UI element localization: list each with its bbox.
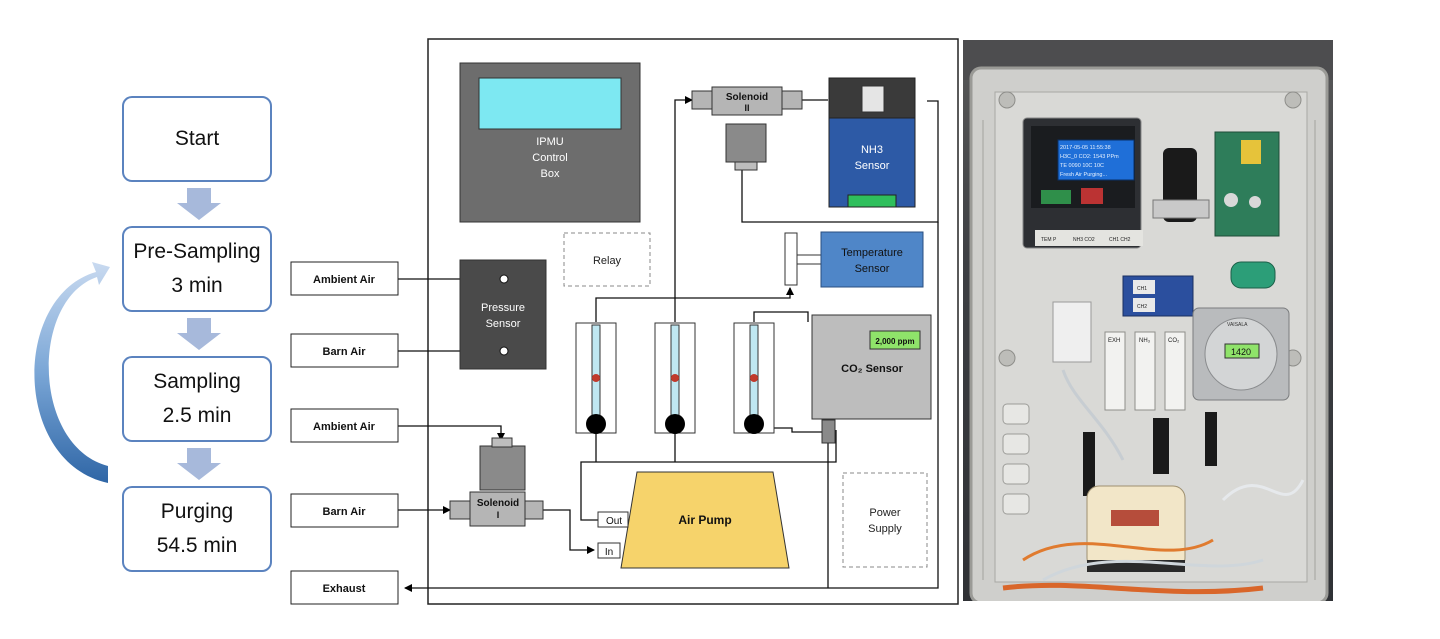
flowmeter-2 — [654, 322, 696, 434]
step-sampling: Sampling 2.5 min — [122, 356, 272, 442]
pump-in-label: In — [605, 547, 613, 558]
down-arrow-3 — [177, 448, 221, 480]
solenoid-2-port-left — [691, 90, 715, 110]
solenoid-1-label-2: I — [497, 510, 500, 520]
photo-tube-label-1: EXH — [1108, 338, 1120, 344]
enclosure-photo: 2017-05-05 11:55:38 H3C_0 CO2: 1543 PPm … — [963, 40, 1333, 601]
photo-tube-label-3: CO₂ — [1168, 338, 1180, 344]
input-barn-air-1-label: Barn Air — [323, 346, 367, 358]
step-start: Start — [122, 96, 272, 182]
input-barn-air-1 — [290, 333, 399, 368]
control-box-screen — [478, 77, 622, 130]
co2-display — [869, 330, 921, 350]
step-start-label: Start — [174, 127, 220, 150]
solenoid-1-port-left — [449, 500, 473, 520]
co2-display-value: 2,000 ppm — [875, 337, 914, 346]
solenoid-2-label-1: Solenoid — [726, 92, 768, 103]
photo-lcd-line-3: TE 0090 10C 10C — [1060, 163, 1104, 169]
pressure-sensor-label-1: Pressure — [481, 302, 525, 314]
pump-out-label: Out — [606, 516, 622, 527]
pressure-port-2 — [499, 346, 509, 356]
temperature-sensor-label-1: Temperature — [841, 247, 903, 259]
control-box-label-2: Control — [532, 152, 567, 164]
flowchart-arrows — [34, 188, 221, 483]
step-sampling-duration: 2.5 min — [162, 404, 232, 427]
nh3-sensor-label-2: Sensor — [855, 160, 890, 172]
photo-relay-label-2: CH2 — [1137, 304, 1147, 310]
down-arrow-2 — [177, 318, 221, 350]
input-ambient-air-2 — [290, 408, 399, 443]
temperature-sensor — [820, 231, 924, 288]
power-supply-label-1: Power — [869, 507, 901, 519]
power-supply — [842, 472, 928, 568]
solenoid-1-coil — [479, 445, 526, 491]
photo-tube-label-2: NH₃ — [1139, 338, 1151, 344]
nh3-sensor-inlet — [861, 85, 885, 113]
input-ambient-air-1 — [290, 261, 399, 296]
photo-lcd-line-1: 2017-05-05 11:55:38 — [1060, 145, 1111, 151]
nh3-sensor — [828, 117, 916, 208]
relay-label: Relay — [593, 255, 622, 267]
pressure-sensor-label-2: Sensor — [486, 318, 521, 330]
step-pre-sampling-duration: 3 min — [171, 274, 223, 297]
solenoid-2-port-right — [779, 90, 803, 110]
solenoid-1-label-1: Solenoid — [477, 498, 519, 509]
input-ambient-air-2-label: Ambient Air — [313, 421, 376, 433]
step-purging-label: Purging — [160, 500, 234, 523]
temperature-sensor-label-2: Sensor — [855, 263, 890, 275]
solenoid-2-body — [711, 86, 783, 116]
photo-board-label-1: TEM P — [1041, 237, 1057, 243]
photo-gauge-reading: 1420 — [1231, 347, 1251, 357]
air-pump-label: Air Pump — [678, 513, 731, 527]
tubing — [397, 96, 939, 592]
power-supply-label-2: Supply — [868, 523, 902, 535]
input-ambient-air-1-label: Ambient Air — [313, 274, 376, 286]
solenoid-1-body — [469, 491, 526, 527]
photo-board-label-2: NH3 CO2 — [1073, 237, 1095, 243]
co2-sensor-label: CO₂ Sensor — [841, 363, 903, 375]
solenoid-1-cap — [491, 437, 513, 448]
solenoid-2-label-2: II — [744, 103, 749, 113]
photo-relay-label-1: CH1 — [1137, 286, 1147, 292]
output-exhaust-label: Exhaust — [323, 583, 366, 595]
down-arrow-1 — [177, 188, 221, 220]
input-barn-air-2-label: Barn Air — [323, 506, 367, 518]
step-sampling-label: Sampling — [153, 370, 241, 393]
nh3-sensor-indicator — [847, 194, 897, 208]
pressure-port-1 — [499, 274, 509, 284]
photo-gauge-brand: VAISALA — [1227, 322, 1248, 328]
system-schematic: IPMU Control Box Relay Pressure Sensor S… — [290, 38, 959, 605]
flowmeter-3 — [733, 322, 775, 434]
step-purging: Purging 54.5 min — [122, 486, 272, 572]
air-pump — [620, 471, 790, 569]
solenoid-2-stem — [734, 161, 758, 171]
enclosure-photo-illustration: 2017-05-05 11:55:38 H3C_0 CO2: 1543 PPm … — [963, 40, 1333, 601]
temperature-probe — [784, 232, 798, 286]
loop-arrow — [34, 262, 110, 483]
step-pre-sampling-label: Pre-Sampling — [133, 240, 261, 263]
photo-lcd-line-2: H3C_0 CO2: 1543 PPm — [1060, 154, 1119, 160]
solenoid-2-coil — [725, 123, 767, 163]
co2-sensor-port — [821, 419, 836, 444]
output-exhaust — [290, 570, 399, 605]
relay — [563, 232, 651, 287]
photo-board-label-3: CH1 CH2 — [1109, 237, 1131, 243]
flowmeter-1 — [575, 322, 617, 434]
step-purging-duration: 54.5 min — [156, 534, 238, 557]
pump-out-port — [597, 511, 629, 528]
control-box-label-1: IPMU — [536, 136, 564, 148]
photo-lcd-line-4: Fresh Air Purging... — [1060, 172, 1108, 178]
input-barn-air-2 — [290, 493, 399, 528]
photo-lcd — [1057, 139, 1135, 181]
control-box-label-3: Box — [541, 168, 560, 180]
pump-in-port — [597, 542, 621, 559]
step-pre-sampling: Pre-Sampling 3 min — [122, 226, 272, 312]
nh3-sensor-label-1: NH3 — [861, 144, 883, 156]
